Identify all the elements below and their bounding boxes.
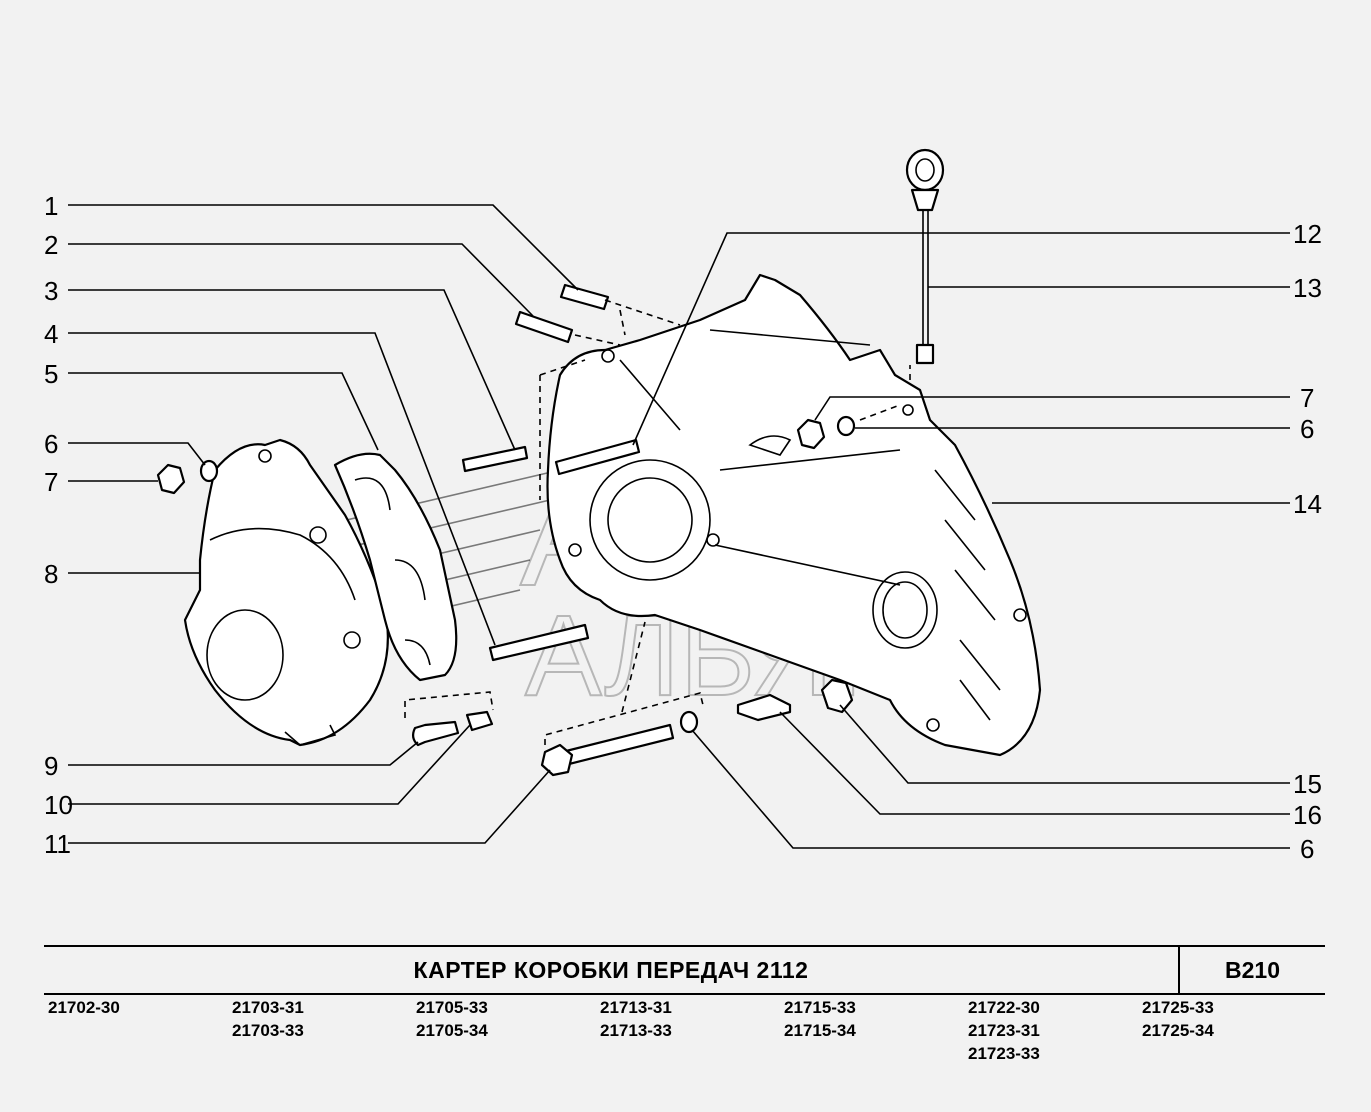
model-column-6: 21722-30 21723-31 21723-33: [968, 996, 1040, 1065]
callout-6-right: 6: [1300, 414, 1314, 444]
callout-13: 13: [1293, 273, 1322, 303]
callout-8: 8: [44, 559, 58, 589]
leader-lines: [68, 204, 1290, 849]
model-column-2: 21703-31 21703-33: [232, 996, 304, 1042]
model-code: 21725-34: [1142, 1021, 1214, 1040]
callouts-left: 1 2 3 4 5 6 7 8 9 10 11: [44, 191, 73, 859]
stud-2-part: [514, 310, 574, 344]
callout-2: 2: [44, 230, 58, 260]
nut-7-right-part: [796, 418, 826, 450]
assembly-guides: [404, 299, 911, 745]
model-column-4: 21713-31 21713-33: [600, 996, 672, 1042]
stud-12-part: [554, 438, 641, 476]
callout-15: 15: [1293, 769, 1322, 799]
callout-10: 10: [44, 790, 73, 820]
title-divider: [1178, 947, 1180, 993]
model-code: 21705-33: [416, 998, 488, 1017]
callout-14: 14: [1293, 489, 1322, 519]
model-code: 21705-34: [416, 1021, 488, 1040]
callout-6-bottom: 6: [1300, 834, 1314, 864]
model-column-5: 21715-33 21715-34: [784, 996, 856, 1042]
stud-4-part: [488, 623, 590, 662]
callout-3: 3: [44, 276, 58, 306]
model-column-7: 21725-33 21725-34: [1142, 996, 1214, 1042]
callout-9: 9: [44, 751, 58, 781]
model-code: 21722-30: [968, 998, 1040, 1017]
nut-7-left-part: [156, 463, 186, 495]
screw-9-part: [411, 720, 460, 747]
model-code: 21713-33: [600, 1021, 672, 1040]
transmission-cover-part: [183, 438, 389, 747]
callout-5: 5: [44, 359, 58, 389]
callout-7-left: 7: [44, 467, 58, 497]
magnet-16-part: [736, 693, 792, 722]
model-code: 21703-31: [232, 998, 304, 1017]
model-code: 21702-30: [48, 998, 120, 1017]
callouts-right: 12 13 7 6 14 15 16 6: [1293, 219, 1322, 864]
model-code: 21715-34: [784, 1021, 856, 1040]
model-code: 21713-31: [600, 998, 672, 1017]
model-code: 21723-33: [968, 1044, 1040, 1063]
callout-6-left: 6: [44, 429, 58, 459]
callout-12: 12: [1293, 219, 1322, 249]
callout-16: 16: [1293, 800, 1322, 830]
model-column-1: 21702-30: [48, 996, 120, 1019]
exploded-parts-diagram: АВТО АЛЬЯНС: [44, 148, 1322, 864]
callout-1: 1: [44, 191, 58, 221]
dipstick-part: [905, 148, 945, 365]
washer-6-bottom-part: [679, 710, 699, 734]
model-column-3: 21705-33 21705-34: [416, 996, 488, 1042]
gasket-part: [333, 452, 458, 682]
washer-6-right-part: [836, 415, 856, 437]
stud-1-part: [559, 283, 610, 311]
diagram-code: B210: [1225, 957, 1280, 983]
diagram-title: КАРТЕР КОРОБКИ ПЕРЕДАЧ 2112: [413, 957, 809, 983]
clip-10-part: [465, 710, 494, 732]
bolt-11-part: [540, 723, 675, 777]
callout-11: 11: [44, 829, 71, 859]
gearbox-housing-part: [546, 273, 1042, 757]
model-code: 21703-33: [232, 1021, 304, 1040]
model-code: 21723-31: [968, 1021, 1040, 1040]
plug-15-part: [820, 678, 854, 714]
washer-6-left-part: [199, 459, 219, 483]
callout-4: 4: [44, 319, 58, 349]
callout-7-right: 7: [1300, 383, 1314, 413]
title-bar: КАРТЕР КОРОБКИ ПЕРЕДАЧ 2112 B210: [44, 945, 1325, 995]
model-code: 21725-33: [1142, 998, 1214, 1017]
stud-3-part: [461, 445, 529, 473]
model-code: 21715-33: [784, 998, 856, 1017]
